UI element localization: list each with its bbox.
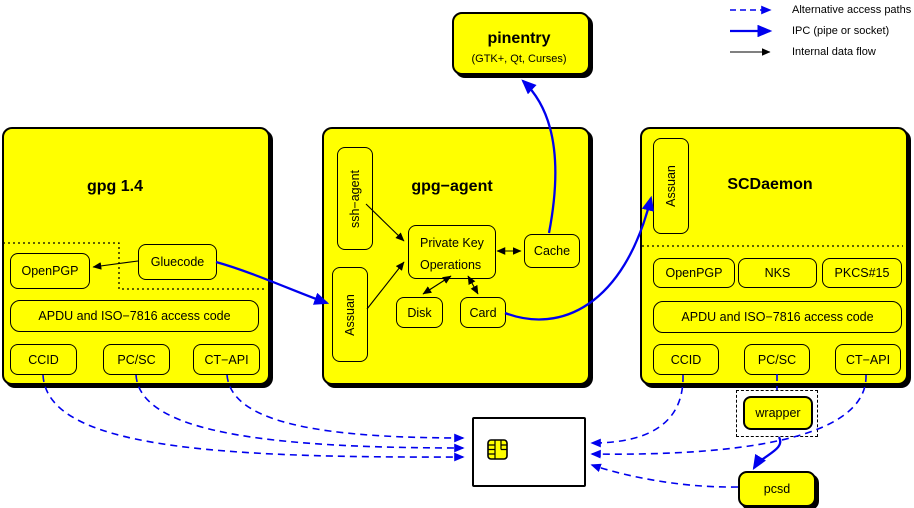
gpg-agent-assuan-box: Assuan bbox=[332, 267, 368, 362]
scdaemon-assuan-box: Assuan bbox=[653, 138, 689, 234]
pcsd-label: pcsd bbox=[763, 482, 791, 496]
disk-label: Disk bbox=[407, 305, 432, 320]
scdaemon-pcsc-box: PC/SC bbox=[744, 344, 810, 375]
gpg14-pcsc-box: PC/SC bbox=[103, 344, 170, 375]
pcsd-box: pcsd bbox=[738, 471, 816, 507]
scdaemon-ctapi-box: CT−API bbox=[835, 344, 901, 375]
scdaemon-pcsc-label: PC/SC bbox=[757, 352, 797, 367]
disk-box: Disk bbox=[396, 297, 443, 328]
gpg-agent-ssh-agent-box: ssh−agent bbox=[337, 147, 373, 250]
legend-label: Internal data flow bbox=[792, 46, 876, 58]
legend-label: IPC (pipe or socket) bbox=[792, 25, 890, 37]
scdaemon-title: SCDaemon bbox=[727, 176, 813, 193]
scdaemon-assuan-label: Assuan bbox=[664, 165, 679, 207]
scdaemon-nks-box: NKS bbox=[738, 258, 817, 288]
ipc-arrow-icon bbox=[730, 25, 773, 37]
gpg14-title: gpg 1.4 bbox=[86, 178, 143, 195]
wrapper-label: wrapper bbox=[755, 406, 801, 420]
scdaemon-apdu-label: APDU and ISO−7816 access code bbox=[681, 310, 874, 324]
card-box: Card bbox=[460, 297, 506, 328]
alt-scdaemon-ctapi-to-card bbox=[590, 374, 867, 459]
scdaemon-pkcs15-label: PKCS#15 bbox=[834, 266, 890, 280]
scdaemon-ctapi-label: CT−API bbox=[845, 352, 891, 367]
pinentry-box bbox=[452, 12, 590, 75]
gpg-agent-assuan-label: Assuan bbox=[343, 293, 358, 336]
legend-item-ipc: IPC (pipe or socket) bbox=[728, 24, 889, 38]
alt-gpg14-pcsc-to-card bbox=[135, 374, 465, 453]
wrapper-box: wrapper bbox=[743, 396, 813, 430]
card-label: Card bbox=[469, 305, 497, 320]
gpg14-apdu-box: APDU and ISO−7816 access code bbox=[10, 300, 259, 332]
scdaemon-ccid-box: CCID bbox=[653, 344, 719, 375]
alt-scdaemon-ccid-to-card bbox=[590, 374, 684, 448]
gpg-agent-title: gpg−agent bbox=[411, 178, 493, 195]
smartcard bbox=[472, 417, 586, 487]
ipc-wrapper-to-pcsd bbox=[752, 436, 782, 470]
gpg14-gluecode-box: Gluecode bbox=[138, 244, 217, 280]
gpg14-gluecode-label: Gluecode bbox=[150, 255, 205, 269]
gpg14-ctapi-box: CT−API bbox=[193, 344, 260, 375]
alt-gpg14-ccid-to-card bbox=[42, 374, 465, 462]
cache-label: Cache bbox=[533, 244, 571, 258]
gpg14-ccid-box: CCID bbox=[10, 344, 77, 375]
dashed-arrow-icon bbox=[730, 5, 772, 15]
pinentry-title: pinentry bbox=[487, 30, 551, 47]
private-key-operations-box: Private Key Operations bbox=[408, 225, 496, 279]
smartcard-chip-icon bbox=[487, 439, 508, 460]
scdaemon-pkcs15-box: PKCS#15 bbox=[822, 258, 902, 288]
gpg14-apdu-label: APDU and ISO−7816 access code bbox=[38, 309, 231, 323]
scdaemon-apdu-box: APDU and ISO−7816 access code bbox=[653, 301, 902, 333]
scdaemon-nks-label: NKS bbox=[764, 266, 791, 280]
gpg14-ctapi-label: CT−API bbox=[204, 352, 249, 367]
gpg14-openpgp-box: OpenPGP bbox=[10, 253, 90, 289]
scdaemon-ccid-label: CCID bbox=[670, 352, 702, 367]
legend-item-internal: Internal data flow bbox=[728, 45, 876, 59]
pinentry-subtitle: (GTK+, Qt, Curses) bbox=[471, 53, 567, 65]
private-key-operations-line1: Private Key bbox=[420, 236, 484, 250]
scdaemon-openpgp-label: OpenPGP bbox=[665, 266, 723, 280]
ssh-agent-label: ssh−agent bbox=[348, 169, 363, 228]
flow-arrow-icon bbox=[730, 48, 771, 56]
gpg14-pcsc-label: PC/SC bbox=[117, 352, 156, 367]
gpg14-ccid-label: CCID bbox=[28, 352, 59, 367]
legend-label: Alternative access paths bbox=[792, 4, 912, 16]
cache-box: Cache bbox=[524, 234, 580, 268]
alt-pcsd-to-card bbox=[590, 463, 739, 488]
scdaemon-openpgp-box: OpenPGP bbox=[653, 258, 735, 288]
legend-item-alternative: Alternative access paths bbox=[728, 3, 911, 17]
private-key-operations-line2: Operations bbox=[420, 258, 482, 272]
gpg14-openpgp-label: OpenPGP bbox=[21, 264, 79, 278]
